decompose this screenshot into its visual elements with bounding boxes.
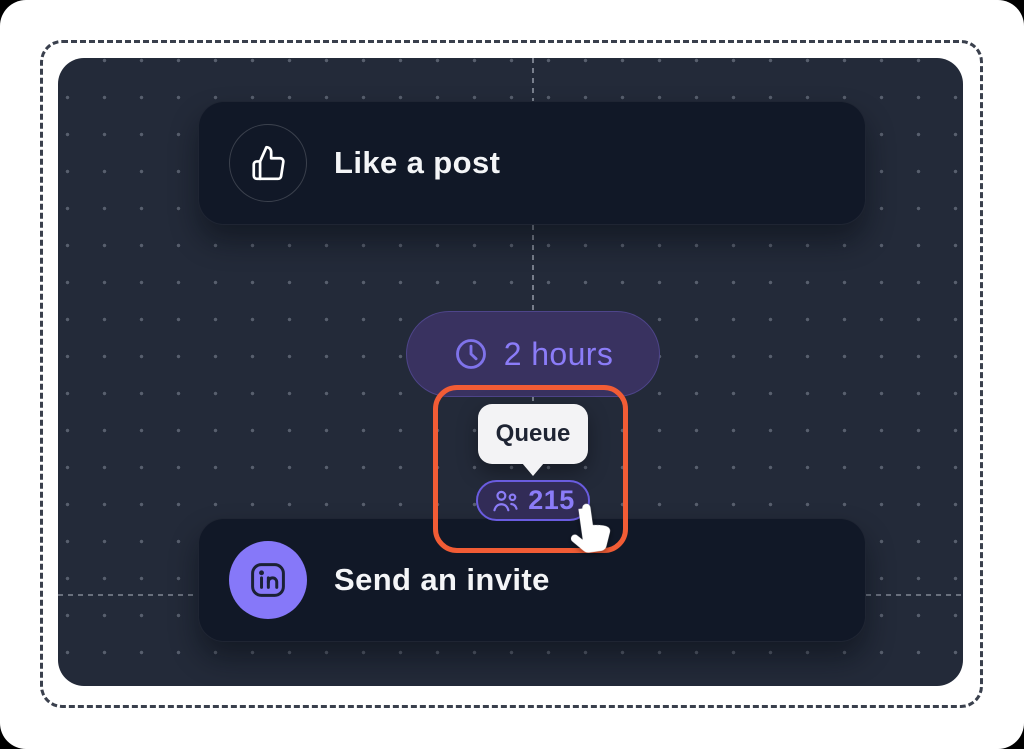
users-icon [491,488,521,514]
alignment-guide-line [866,594,963,596]
alignment-guide-line [58,594,198,596]
connector-line [532,58,534,101]
hand-cursor-icon [557,497,621,562]
delay-badge[interactable]: 2 hours [406,311,660,397]
connector-line [532,225,534,311]
node-label: Send an invite [334,562,550,597]
workflow-canvas[interactable]: Like a post 2 hours Queue [58,58,963,686]
queue-count-value: 215 [528,485,575,515]
node-send-an-invite[interactable]: Send an invite [198,518,866,642]
connector-line [532,470,534,482]
tooltip-arrow [522,463,544,476]
queue-tooltip-label: Queue [495,420,571,447]
queue-count-badge[interactable]: 215 [476,480,590,521]
delay-label: 2 hours [503,335,614,372]
connector-line [532,396,534,406]
queue-tooltip: Queue [478,404,588,464]
linkedin-icon [229,541,307,619]
dashed-border [40,40,983,708]
node-label: Like a post [334,145,501,180]
thumbs-up-icon [229,124,307,202]
clock-icon [453,336,489,372]
node-like-a-post[interactable]: Like a post [198,101,866,225]
